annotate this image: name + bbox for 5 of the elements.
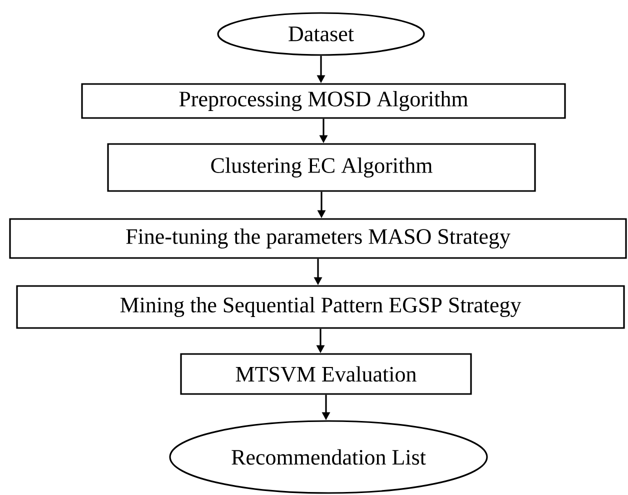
process-box: MTSVM Evaluation [180,353,472,395]
process-box: Mining the Sequential Pattern EGSP Strategy [16,285,625,329]
process-box: Clustering EC Algorithm [107,143,536,192]
process-box: Preprocessing MOSD Algorithm [81,83,566,119]
process-box: Fine-tuning the parameters MASO Strategy [9,218,627,259]
